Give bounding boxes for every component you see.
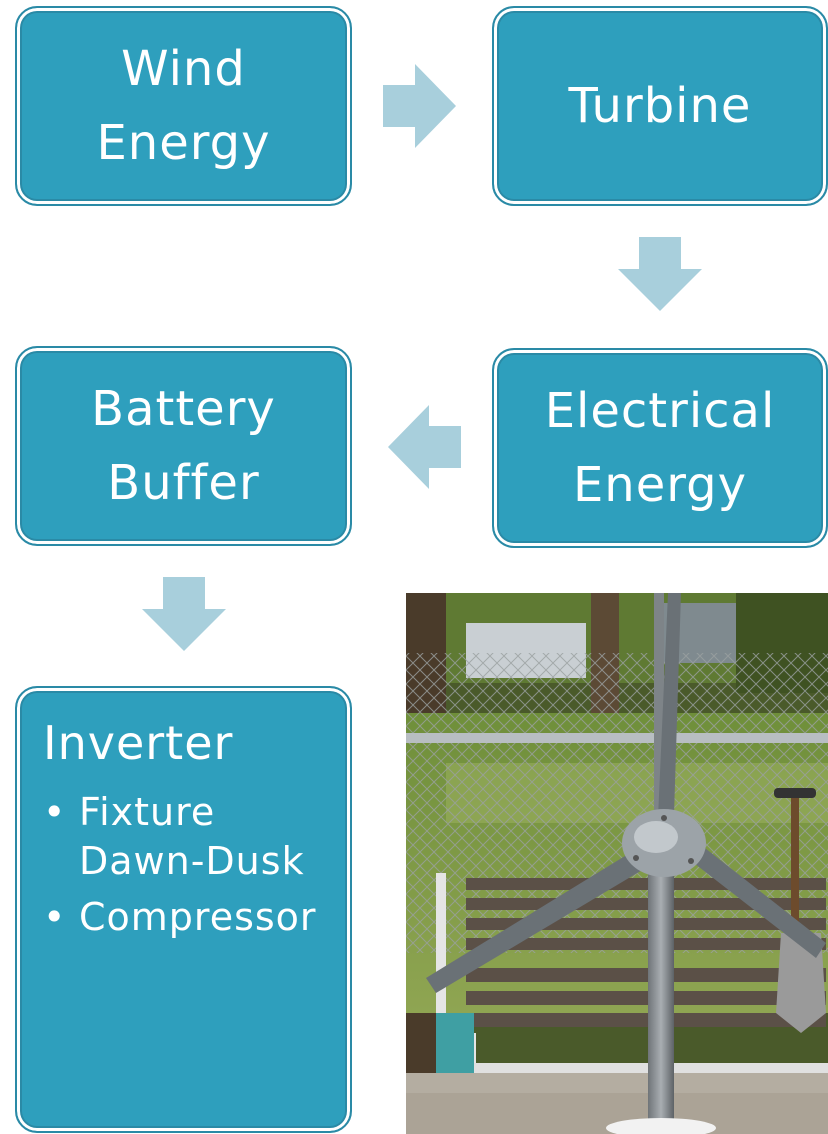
battery-buffer-label-line2: Buffer	[107, 455, 260, 511]
bullet-icon: •	[43, 894, 67, 939]
wind-energy-box: Wind Energy	[15, 6, 352, 206]
battery-buffer-box: Battery Buffer	[15, 346, 352, 546]
turbine-label: Turbine	[568, 77, 752, 134]
arrow-right-icon	[383, 64, 456, 148]
wind-energy-label-line1: Wind	[121, 40, 246, 97]
inverter-box: Inverter • Fixture Dawn-Dusk • Compresso…	[15, 686, 352, 1133]
arrow-left-icon	[388, 405, 461, 489]
arrow-down-icon	[618, 237, 702, 311]
electrical-energy-box: Electrical Energy	[492, 348, 828, 548]
inverter-title: Inverter	[43, 716, 234, 770]
wind-energy-label-line2: Energy	[96, 115, 271, 171]
inverter-bullet-text: Compressor	[79, 894, 317, 939]
electrical-energy-label-line2: Energy	[572, 457, 748, 513]
bullet-icon: •	[43, 789, 67, 834]
wind-turbine-photo	[406, 593, 828, 1134]
turbine-box: Turbine	[492, 6, 828, 206]
inverter-bullet-item: • Compressor	[43, 893, 350, 942]
battery-buffer-label-line1: Battery	[91, 380, 276, 437]
inverter-bullet-list: • Fixture Dawn-Dusk • Compressor	[43, 788, 350, 942]
electrical-energy-label-line1: Electrical	[544, 382, 776, 439]
inverter-bullet-text: Dawn-Dusk	[79, 839, 305, 884]
inverter-bullet-text: Fixture	[79, 789, 216, 834]
inverter-bullet-item: • Fixture Dawn-Dusk	[43, 788, 350, 887]
arrow-down-icon	[142, 577, 226, 651]
